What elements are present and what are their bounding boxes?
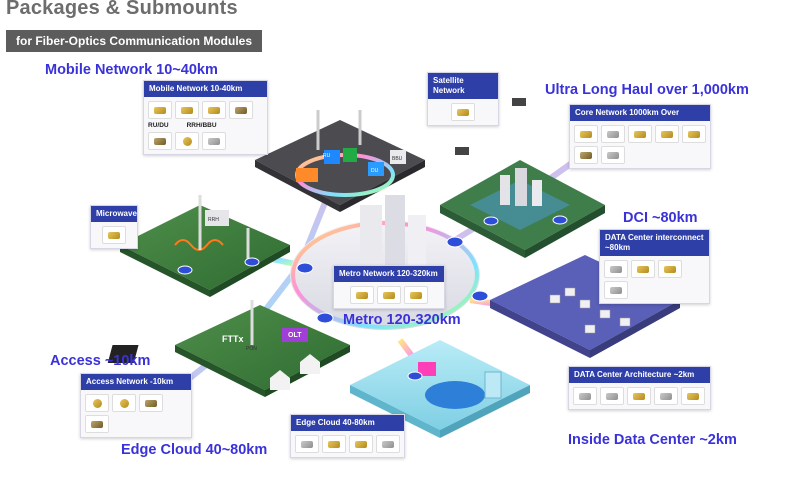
card-satellite: Satellite Network	[427, 72, 499, 126]
package-thumb	[631, 260, 655, 278]
package-thumb	[681, 387, 705, 405]
card-edge: Edge Cloud 40-80km	[290, 414, 405, 458]
card-mobile-sub2: RRH/BBU	[186, 122, 217, 129]
package-thumb	[349, 435, 373, 453]
label-mobile: Mobile Network 10~40km	[45, 62, 218, 78]
package-thumb	[655, 125, 679, 143]
package-thumb	[604, 260, 628, 278]
package-thumb	[350, 286, 374, 304]
package-thumb	[451, 103, 475, 121]
card-datacenter: DATA Center Architecture ~2km	[568, 366, 711, 410]
package-thumb	[682, 125, 706, 143]
label-access: Access ~10km	[50, 353, 151, 369]
package-thumb	[377, 286, 401, 304]
card-dci: DATA Center interconnect ~80km	[599, 229, 710, 304]
card-satellite-title: Satellite Network	[428, 73, 498, 99]
package-thumb	[229, 101, 253, 119]
label-metro: Metro 120-320km	[343, 312, 461, 328]
scene-label-ftth: FTTx	[222, 334, 244, 344]
label-dci: DCI ~80km	[623, 210, 698, 226]
scene-label-bbu: BBU	[392, 156, 403, 162]
package-thumb	[604, 281, 628, 299]
package-thumb	[175, 132, 199, 150]
access-platform	[175, 305, 350, 390]
package-thumb	[654, 387, 678, 405]
package-thumb	[376, 435, 400, 453]
package-thumb	[202, 101, 226, 119]
package-thumb	[295, 435, 319, 453]
card-microwave: Microwave	[90, 205, 138, 249]
card-mobile-title: Mobile Network 10-40km	[144, 81, 267, 97]
card-access: Access Network -10km	[80, 373, 192, 438]
label-inside: Inside Data Center ~2km	[568, 432, 737, 448]
scene-label-olt: OLT	[288, 332, 302, 339]
package-thumb	[601, 146, 625, 164]
package-thumb	[85, 415, 109, 433]
label-ultra: Ultra Long Haul over 1,000km	[545, 82, 749, 98]
package-thumb	[658, 260, 682, 278]
package-thumb	[202, 132, 226, 150]
package-thumb	[600, 387, 624, 405]
package-thumb	[573, 387, 597, 405]
card-mobile: Mobile Network 10-40km RU/DU RRH/BBU	[143, 80, 268, 155]
card-mobile-sub1: RU/DU	[148, 122, 169, 129]
card-datacenter-title: DATA Center Architecture ~2km	[569, 367, 710, 383]
card-metro: Metro Network 120-320km	[333, 265, 445, 309]
package-thumb	[601, 125, 625, 143]
router-nodes	[177, 215, 568, 381]
page-title: Packages & Submounts	[6, 0, 238, 19]
page-subtitle: for Fiber-Optics Communication Modules	[6, 30, 263, 52]
scene-label-du: DU	[371, 168, 379, 174]
package-thumb	[175, 101, 199, 119]
package-thumb	[148, 132, 172, 150]
package-thumb	[574, 146, 598, 164]
package-thumb	[404, 286, 428, 304]
scene-label-rrh: RRH	[208, 217, 219, 223]
scene-label-pon: PON	[246, 346, 257, 352]
card-edge-title: Edge Cloud 40-80km	[291, 415, 404, 431]
card-access-title: Access Network -10km	[81, 374, 191, 390]
package-thumb	[112, 394, 136, 412]
card-dci-title: DATA Center interconnect ~80km	[600, 230, 709, 256]
package-thumb	[85, 394, 109, 412]
scene-label-ru: RU	[323, 153, 331, 159]
fiber-link	[148, 188, 333, 413]
card-metro-title: Metro Network 120-320km	[334, 266, 444, 282]
package-thumb	[322, 435, 346, 453]
satellite	[455, 98, 526, 155]
package-thumb	[102, 226, 126, 244]
card-core: Core Network 1000km Over	[569, 104, 711, 169]
package-thumb	[139, 394, 163, 412]
package-thumb	[628, 125, 652, 143]
package-thumb	[574, 125, 598, 143]
card-microwave-title: Microwave	[91, 206, 137, 222]
package-thumb	[148, 101, 172, 119]
card-mobile-sublabels: RU/DU RRH/BBU	[148, 122, 263, 129]
label-edge: Edge Cloud 40~80km	[121, 442, 268, 458]
card-core-title: Core Network 1000km Over	[570, 105, 710, 121]
package-thumb	[627, 387, 651, 405]
